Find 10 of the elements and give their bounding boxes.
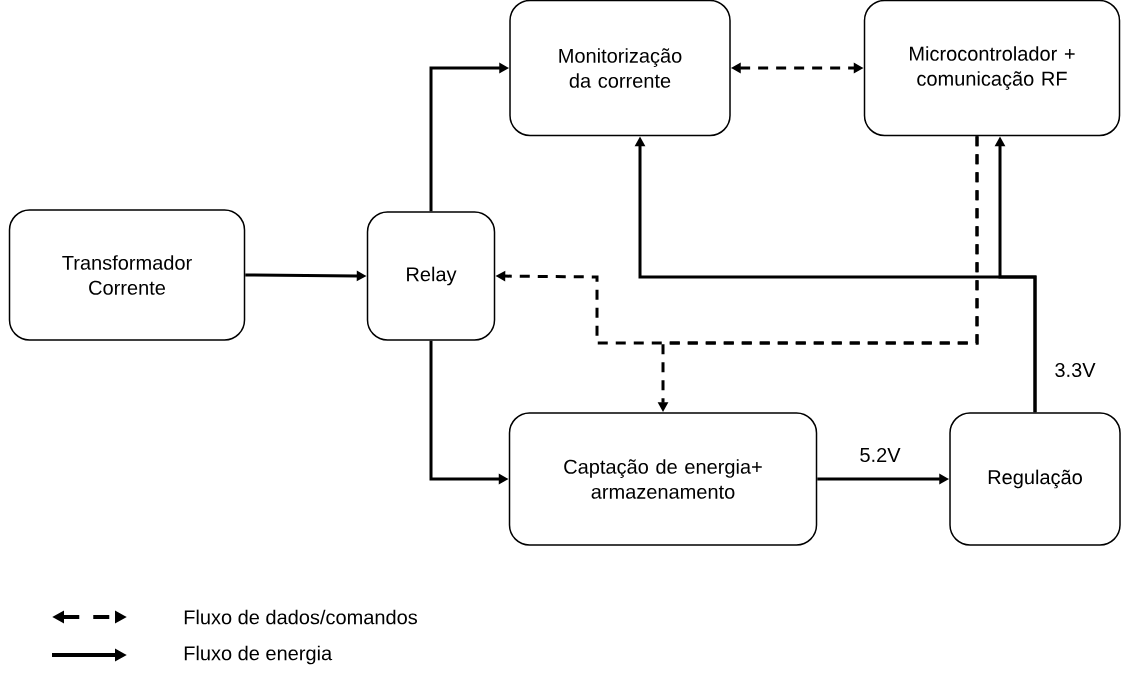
process-box: Captação de energia+ armazenamento [508, 412, 818, 546]
process-box: Transformador Corrente [8, 209, 246, 341]
process-box: Regulação [949, 412, 1121, 546]
legend-text: Fluxo de energia [184, 645, 333, 665]
legend-text: Fluxo de dados/comandos [184, 609, 417, 625]
process-box: Relay [366, 211, 496, 341]
edge-label: 5.2V [857, 445, 903, 465]
process-box: Monitorização da corrente [509, 0, 731, 137]
process-box: Microcontrolador + comunicação RF [863, 0, 1121, 137]
edge-label: 3.3V [1052, 360, 1098, 380]
